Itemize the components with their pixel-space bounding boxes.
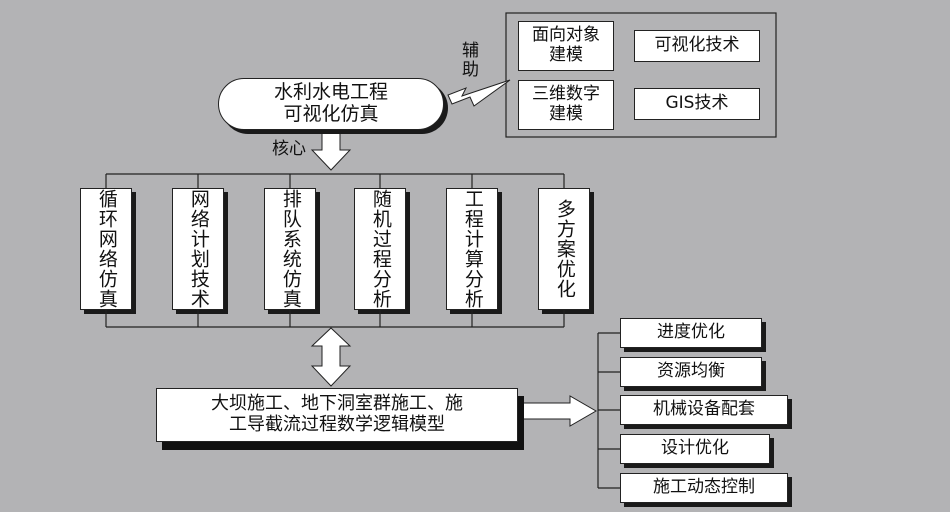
method-box-5: 工程计算分析 — [446, 188, 498, 310]
method-box-6: 多方案优化 — [538, 188, 590, 310]
central-node: 水利水电工程 可视化仿真 — [218, 78, 444, 130]
method-box-4: 随机过程分析 — [354, 188, 406, 310]
core-arrow — [310, 127, 352, 171]
assist-label: 辅助 — [462, 41, 479, 80]
outcome-equipment-matching: 机械设备配套 — [620, 395, 788, 425]
method-box-3: 排队系统仿真 — [264, 188, 316, 310]
core-label: 核心 — [272, 139, 306, 159]
assist-arrow — [447, 79, 511, 107]
model-box: 大坝施工、地下洞室群施工、施 工导截流过程数学逻辑模型 — [156, 388, 518, 442]
outcome-dynamic-control: 施工动态控制 — [620, 473, 788, 503]
method-box-1: 循环网络仿真 — [80, 188, 132, 310]
outcome-design-optimization: 设计优化 — [620, 434, 770, 464]
tech-box-oo-modeling: 面向对象建模 — [518, 21, 614, 71]
output-arrow — [519, 395, 598, 427]
tech-group-frame — [505, 12, 777, 138]
tech-box-visualization: 可视化技术 — [634, 30, 760, 62]
method-box-2: 网络计划技术 — [172, 188, 224, 310]
tech-box-gis: GIS技术 — [634, 88, 760, 120]
outcome-resource-balance: 资源均衡 — [620, 357, 762, 387]
tech-box-3d-modeling: 三维数字建模 — [518, 80, 614, 130]
outcome-schedule-optimization: 进度优化 — [620, 318, 762, 348]
bidirectional-arrow — [310, 327, 352, 387]
